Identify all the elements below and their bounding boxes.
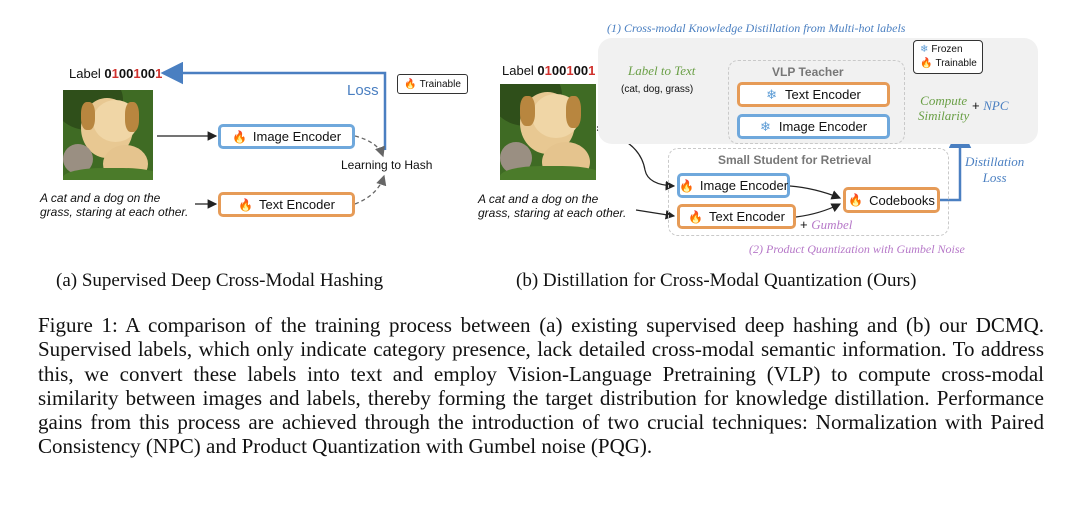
student-image-codebook-arrow: [789, 185, 842, 200]
kd-title: (1) Cross-modal Knowledge Distillation f…: [607, 21, 906, 35]
label-to-text: Label to Text: [628, 63, 696, 78]
student-text-encoder: 🔥Text Encoder: [677, 204, 796, 229]
npc-label: + NPC: [972, 98, 1009, 113]
code-digit: 0: [559, 63, 567, 78]
code-digit: 1: [566, 63, 574, 78]
code-digit: 0: [140, 66, 148, 81]
fire-icon: 🔥: [920, 58, 933, 69]
panel-b-label: Label 01001001: [502, 63, 596, 78]
code-digit: 1: [544, 63, 552, 78]
vlp-teacher-title: VLP Teacher: [772, 65, 844, 79]
text-hash-arrow: [354, 174, 387, 205]
subcaption-a: (a) Supervised Deep Cross-Modal Hashing: [56, 270, 384, 291]
panel-b-code: 01001001: [537, 63, 595, 78]
text-encoder-a: 🔥Text Encoder: [218, 192, 355, 217]
distillation-arrow: [940, 125, 972, 202]
student-text-codebook-arrow: [795, 203, 842, 218]
code-digit: 1: [133, 66, 141, 81]
figure-caption: Figure 1: A comparison of the training p…: [38, 313, 1044, 459]
label-words: (cat, dog, grass): [621, 84, 694, 95]
student-image-encoder: 🔥Image Encoder: [677, 173, 790, 198]
compute-similarity: Compute Similarity: [918, 93, 970, 123]
text-to-student-arrow: [635, 209, 676, 220]
code-digit: 0: [573, 63, 581, 78]
fire-icon: 🔥: [688, 209, 704, 224]
panel-a-label: Label 01001001: [69, 66, 163, 81]
fire-icon: 🔥: [848, 193, 864, 207]
code-digit: 0: [551, 63, 560, 78]
legend-box: ❄Frozen 🔥Trainable: [913, 40, 983, 74]
student-title: Small Student for Retrieval: [718, 153, 872, 167]
code-digit: 0: [580, 63, 589, 78]
panel-a-code: 01001001: [104, 66, 162, 81]
pq-title: (2) Product Quantization with Gumbel Noi…: [749, 242, 965, 256]
dog-cat-photo-b: [500, 84, 596, 180]
code-digit: 1: [111, 66, 119, 81]
teacher-text-encoder: ❄Text Encoder: [737, 82, 890, 107]
image-hash-arrow: [354, 135, 385, 158]
teacher-image-encoder: ❄Image Encoder: [737, 114, 890, 139]
dog-cat-photo: [63, 90, 153, 180]
panel-b-caption-text: A cat and a dog on the grass, staring at…: [478, 192, 627, 220]
snowflake-icon: ❄: [759, 118, 771, 134]
codebooks-box: 🔥Codebooks: [843, 187, 940, 213]
learning-to-hash: Learning to Hash: [341, 158, 433, 172]
trainable-legend-text: Trainable: [419, 78, 461, 90]
loss-arrow: [160, 61, 387, 140]
figure-diagram: Label 01001001 Loss 🔥Trainable 🔥Image En…: [40, 21, 1038, 291]
code-digit: 0: [147, 66, 156, 81]
vlp-teacher-panel: [728, 60, 905, 144]
fire-icon: 🔥: [238, 197, 254, 212]
snowflake-icon: ❄: [766, 86, 778, 102]
trainable-legend: 🔥Trainable: [397, 74, 468, 94]
code-digit: 1: [155, 66, 163, 81]
snowflake-icon: ❄: [920, 44, 929, 55]
fire-icon: 🔥: [678, 178, 694, 193]
code-digit: 0: [104, 66, 112, 81]
distillation-loss: Distillation Loss: [965, 154, 1025, 185]
code-digit: 0: [126, 66, 134, 81]
image-encoder-a: 🔥Image Encoder: [218, 124, 355, 149]
code-digit: 0: [537, 63, 545, 78]
fire-icon: 🔥: [404, 78, 417, 90]
panel-a-caption-text: A cat and a dog on the grass, staring at…: [40, 191, 189, 219]
student-panel: [668, 148, 949, 236]
panel-a-loss: Loss: [347, 82, 379, 99]
code-digit: 1: [588, 63, 596, 78]
fire-icon: 🔥: [231, 129, 247, 144]
code-digit: 0: [118, 66, 127, 81]
gumbel-label: + Gumbel: [800, 217, 853, 232]
subcaption-b: (b) Distillation for Cross-Modal Quantiz…: [516, 270, 917, 291]
